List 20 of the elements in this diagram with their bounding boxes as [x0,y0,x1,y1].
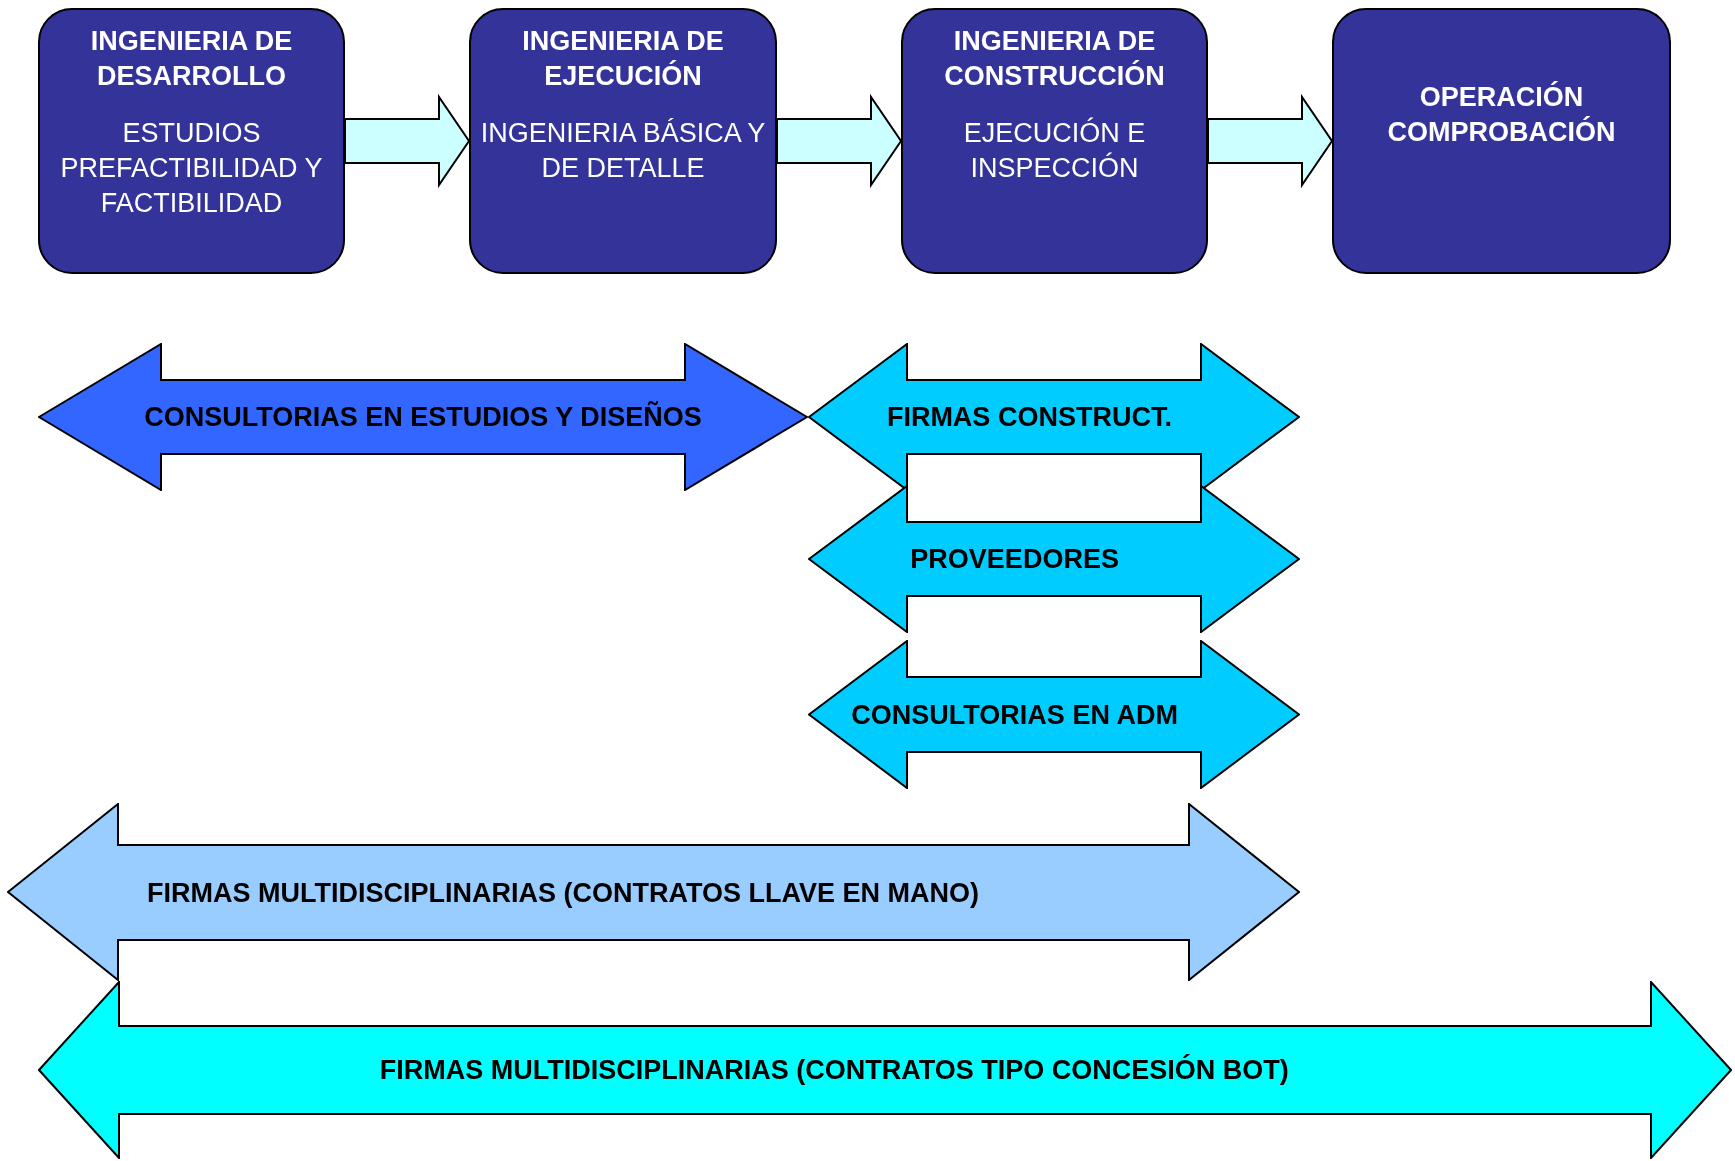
box-heading: OPERACIÓN COMPROBACIÓN [1386,80,1617,150]
arrow-label: PROVEEDORES [910,543,1119,575]
box-text: EJECUCIÓN E INSPECCIÓN [962,116,1147,186]
arrow-label: CONSULTORIAS EN ESTUDIOS Y DISEÑOS [144,401,702,433]
box-heading: INGENIERIA DE EJECUCIÓN [521,25,725,94]
phase-box [38,8,345,274]
phase-box [901,8,1208,274]
box-heading: INGENIERIA DE DESARROLLO [89,25,294,94]
arrow-label: CONSULTORIAS EN ADM [851,699,1178,730]
box-text: INGENIERIA BÁSICA Y DE DETALLE [479,117,767,186]
arrow-label: FIRMAS CONSTRUCT. [886,401,1172,433]
arrow-label: FIRMAS MULTIDISCIPLINARIAS (CONTRATOS LLAVE EN MANO) [147,877,979,908]
box-text: ESTUDIOS PREFACTIBILIDAD Y FACTIBILIDAD [59,117,324,221]
phase-box [1332,8,1671,274]
box-heading: INGENIERIA DE CONSTRUCCIÓN [943,25,1166,94]
block-arrow [776,93,903,189]
phase-box [469,8,777,274]
block-arrow [344,93,471,189]
block-arrow [1207,93,1334,189]
arrow-label: FIRMAS MULTIDISCIPLINARIAS (CONTRATOS TIPO CONCESIÓN BOT) [379,1054,1289,1086]
